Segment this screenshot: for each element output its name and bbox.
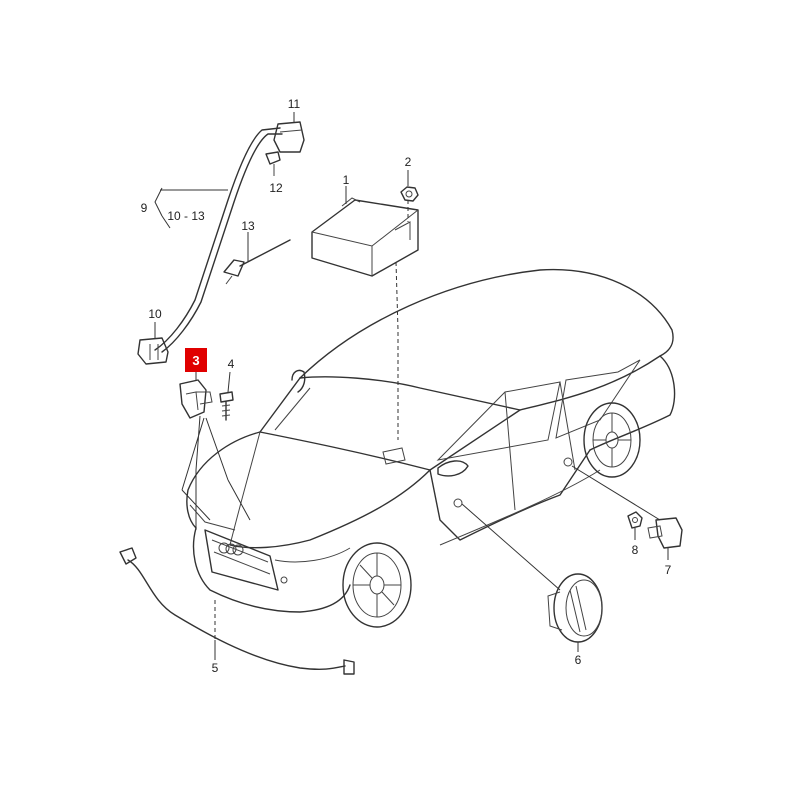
callout-11: 11 <box>288 97 301 111</box>
callout-4: 4 <box>228 357 235 371</box>
nut-part-8 <box>627 511 643 529</box>
connector-part-11 <box>273 121 305 153</box>
car-illustration <box>186 268 676 628</box>
callout-9: 9 <box>141 201 148 215</box>
callout-6: 6 <box>575 653 582 667</box>
callout-13: 13 <box>241 219 255 233</box>
callout-9-range: 10 - 13 <box>167 209 205 223</box>
callout-3: 3 <box>192 353 199 368</box>
connector-part-10 <box>137 337 169 365</box>
cable-tie-part-13 <box>223 239 291 285</box>
callout-8: 8 <box>632 543 639 557</box>
sensor-part-3 <box>179 379 213 419</box>
callout-7: 7 <box>665 563 672 577</box>
sensor-housing-part-6 <box>547 573 603 643</box>
wiring-part-5 <box>119 547 355 675</box>
bracket-part-7 <box>647 517 683 549</box>
wiring-harness-part-9 <box>154 127 283 353</box>
screw-part-4 <box>219 391 234 421</box>
callout-1: 1 <box>343 173 350 187</box>
clip-part-12 <box>265 151 281 176</box>
callout-5: 5 <box>212 661 219 675</box>
callout-3-highlight <box>185 348 207 372</box>
nut-part-2 <box>400 186 419 202</box>
callout-10: 10 <box>148 307 162 321</box>
callout-2: 2 <box>405 155 412 169</box>
callout-12: 12 <box>269 181 283 195</box>
control-unit-part-1 <box>311 197 419 277</box>
